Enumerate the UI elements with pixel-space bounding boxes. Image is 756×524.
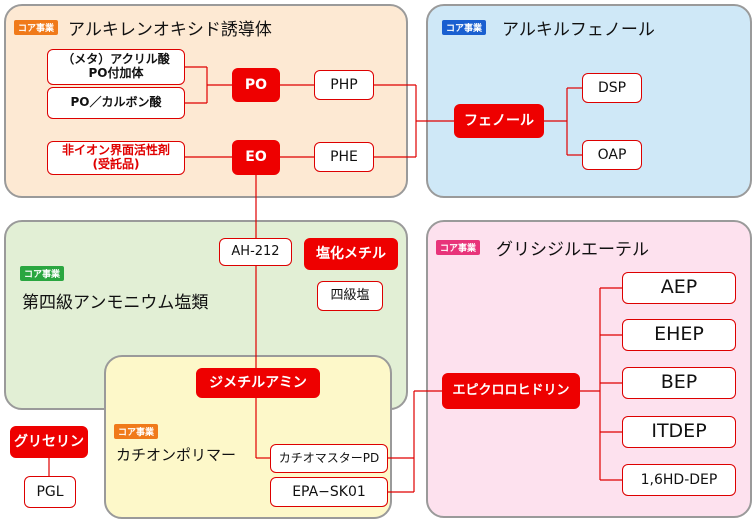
aep-node: AEP xyxy=(622,272,736,304)
ah-212-node: AH-212 xyxy=(219,238,292,266)
meta-acrylic-line1: （メタ）アクリル酸 xyxy=(62,52,170,67)
core-business-tag: コア事業 xyxy=(114,424,159,439)
cationmaster-pd-node: カチオマスターPD xyxy=(270,444,388,473)
phenol-node: フェノール xyxy=(454,104,544,138)
oap-node: OAP xyxy=(582,140,642,170)
bep-node: BEP xyxy=(622,367,736,399)
eo-node: EO xyxy=(232,140,280,175)
core-business-tag: コア事業 xyxy=(20,266,65,281)
dsp-node: DSP xyxy=(582,73,642,103)
cationic-polymer-title: カチオンポリマー xyxy=(116,446,237,464)
quaternary-ammonium-title: 第四級アンモニウム塩類 xyxy=(22,293,209,313)
quaternary-salt-node: 四級塩 xyxy=(317,281,383,311)
alkylene-oxide-title: アルキレンオキシド誘導体 xyxy=(68,20,272,40)
itdep-node: ITDEP xyxy=(622,416,736,448)
epichlorohydrin-node: エピクロロヒドリン xyxy=(442,373,580,409)
meta-acrylic-line2: PO付加体 xyxy=(88,66,144,80)
glycidyl-ether-title: グリシジルエーテル xyxy=(496,240,649,260)
dimethylamine-node: ジメチルアミン xyxy=(196,368,320,398)
alkyl-phenol-title: アルキルフェノール xyxy=(502,20,655,40)
po-node: PO xyxy=(232,68,280,102)
hd-dep-node: 1,6HD-DEP xyxy=(622,464,736,496)
phe-node: PHE xyxy=(314,142,374,172)
nonionic-line1: 非イオン界面活性剤 xyxy=(61,143,170,158)
meta-acrylic-acid-po-adduct: （メタ）アクリル酸 PO付加体 xyxy=(47,49,185,85)
methyl-chloride-node: 塩化メチル xyxy=(304,238,398,270)
nonionic-line2: (受託品) xyxy=(92,157,140,171)
core-business-tag: コア事業 xyxy=(14,20,59,35)
ehep-node: EHEP xyxy=(622,319,736,351)
pgl-node: PGL xyxy=(24,476,76,508)
po-carboxylic-acid: PO／カルボン酸 xyxy=(47,87,185,119)
epa-sk01-node: EPA−SK01 xyxy=(270,477,388,507)
php-node: PHP xyxy=(314,70,374,100)
nonionic-surfactant: 非イオン界面活性剤 (受託品) xyxy=(47,141,185,175)
glycerin-node: グリセリン xyxy=(10,426,88,458)
core-business-tag: コア事業 xyxy=(436,240,481,255)
core-business-tag: コア事業 xyxy=(442,20,487,35)
